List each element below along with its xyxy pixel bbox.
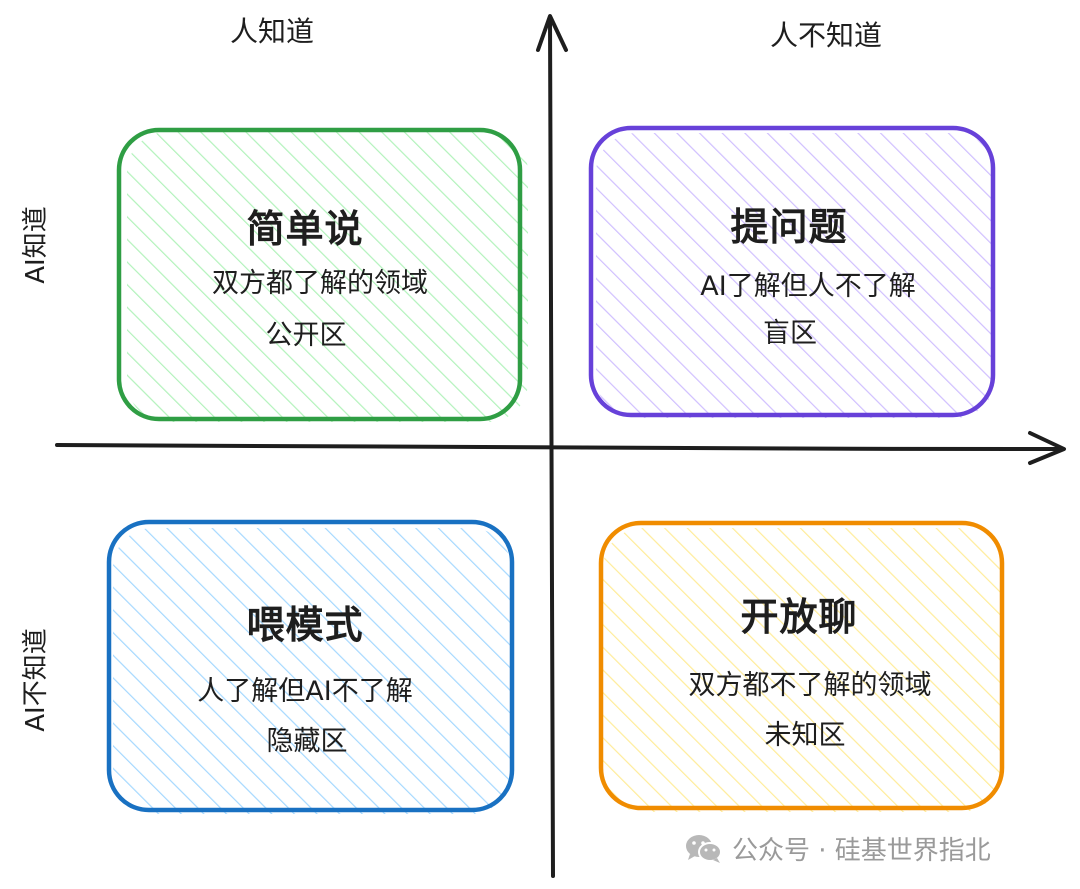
axis-label-ai-doesnt-know: AI不知道 [21, 628, 51, 732]
hatch-fill-top-left [127, 132, 528, 422]
quadrant-zone-top-left: 公开区 [265, 320, 347, 351]
arrow-up-icon [536, 14, 568, 52]
border-top-left [116, 127, 523, 422]
quadrant-title-bottom-left: 喂模式 [246, 603, 364, 647]
quadrant-top-right-box [588, 125, 996, 418]
vertical-axis [536, 14, 568, 878]
quadrant-description-bottom-left: 人了解但AI不了解 [197, 676, 413, 707]
axis-label-ai-knows: AI知道 [21, 206, 51, 284]
quadrant-bottom-left-box [106, 519, 515, 814]
watermark: 公众号 · 硅基世界指北 [684, 830, 991, 867]
quadrant-top-left-box [116, 127, 528, 422]
quadrant-title-top-left: 简单说 [246, 207, 364, 251]
quadrant-zone-bottom-right: 未知区 [764, 720, 846, 751]
hatch-fill-bottom-right [603, 528, 1001, 812]
quadrant-description-bottom-right: 双方都不了解的领域 [688, 670, 932, 701]
watermark-text: 公众号 · 硅基世界指北 [732, 836, 991, 866]
quadrant-title-bottom-right: 开放聊 [740, 595, 858, 639]
quadrant-title-top-right: 提问题 [730, 205, 848, 249]
arrow-right-icon [1028, 431, 1066, 465]
quadrant-description-top-left: 双方都了解的领域 [212, 268, 428, 299]
hatch-fill-top-right [596, 133, 995, 418]
axis-label-human-doesnt-know: 人不知道 [769, 19, 883, 52]
quadrant-description-top-right: AI了解但人不了解 [700, 271, 916, 302]
border-bottom-left [106, 519, 515, 813]
border-top-right [588, 125, 996, 418]
wechat-icon [686, 834, 722, 863]
hatch-fill-bottom-left [113, 528, 511, 814]
axis-label-human-knows: 人知道 [229, 15, 315, 48]
quadrant-zone-bottom-left: 隐藏区 [266, 726, 348, 757]
quadrant-bottom-right-box [598, 520, 1005, 812]
border-bottom-right [598, 520, 1005, 811]
quadrant-zone-top-right: 盲区 [763, 318, 817, 349]
horizontal-axis [55, 431, 1066, 465]
